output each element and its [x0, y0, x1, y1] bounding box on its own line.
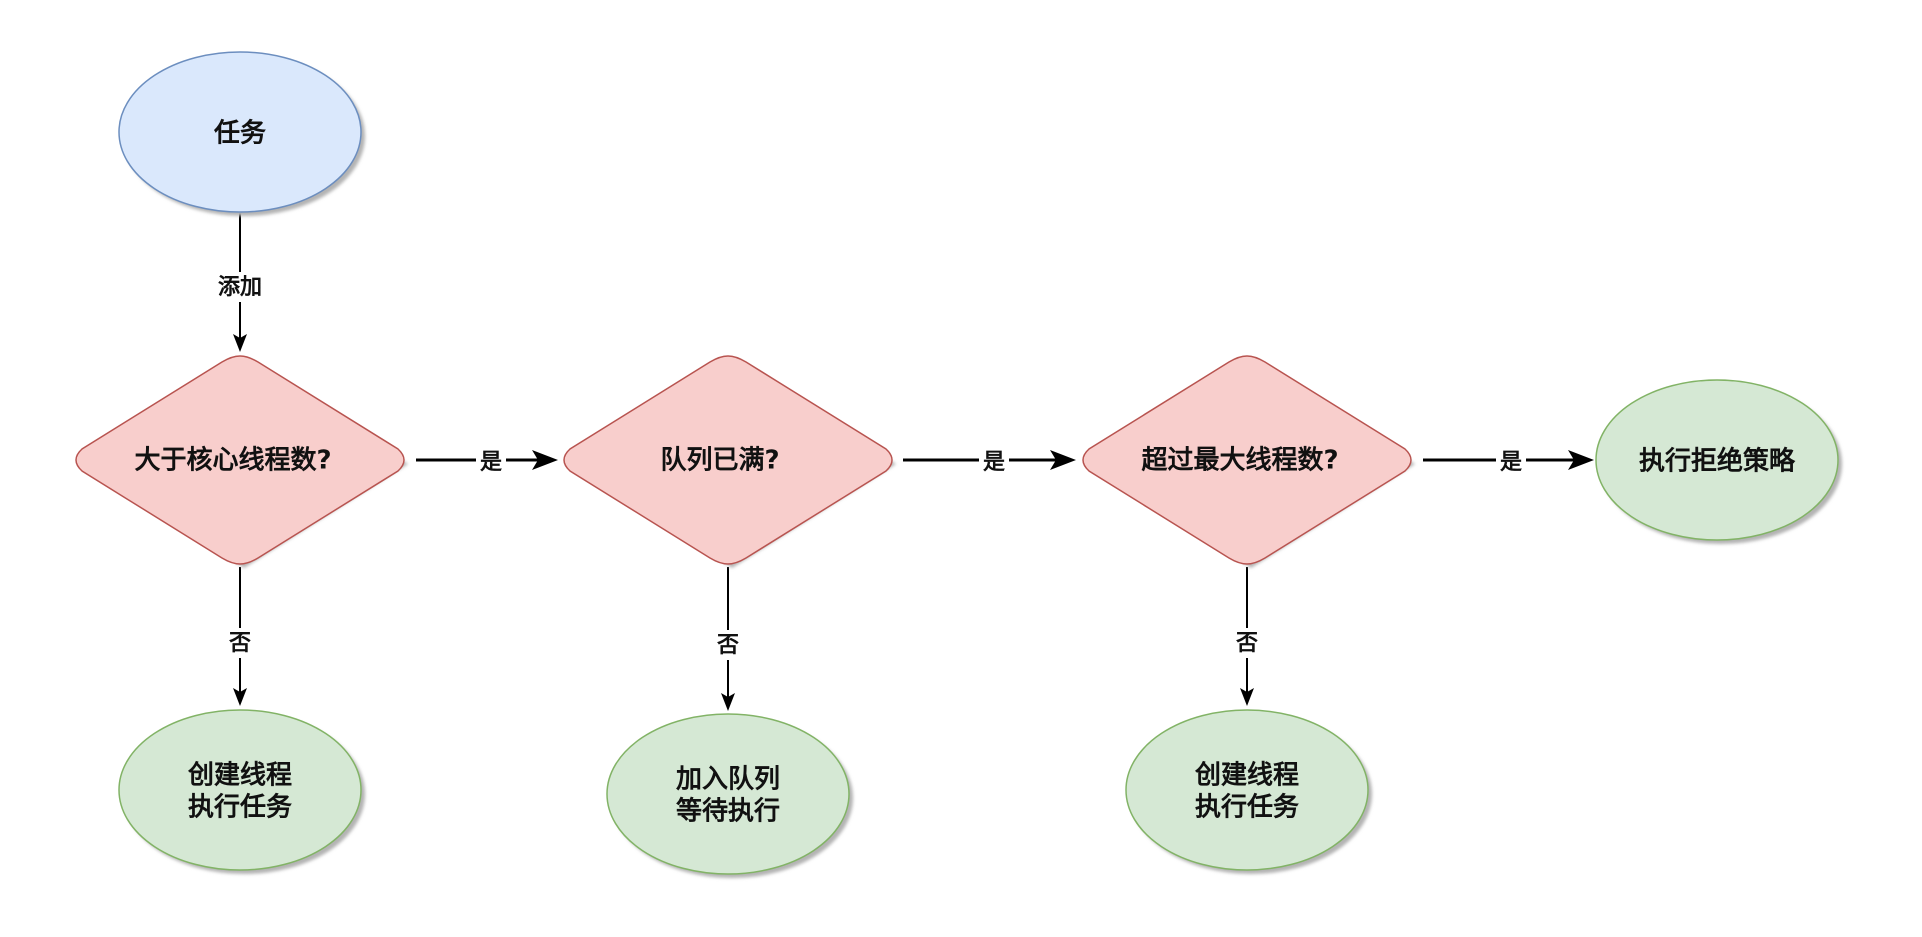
arrowhead-icon: [1568, 450, 1594, 470]
node-decision-queue: 队列已满?: [563, 355, 896, 568]
edge-core-yes: 是: [416, 446, 558, 476]
node-decision-core: 大于核心线程数?: [75, 355, 408, 568]
edge-label-queue-no: 否: [716, 633, 739, 658]
arrowhead-icon: [1050, 450, 1076, 470]
node-create-thread-2-line-1: 创建线程: [1194, 761, 1299, 791]
edge-label-max-yes: 是: [1500, 450, 1522, 475]
edge-queue-no: 否: [713, 567, 743, 711]
edge-add: 添加: [212, 213, 268, 352]
edge-label-max-no: 否: [1235, 631, 1258, 656]
arrowhead-icon: [721, 693, 735, 711]
edge-label-core-yes: 是: [480, 450, 502, 475]
edge-label-core-no: 否: [228, 631, 251, 656]
arrowhead-icon: [233, 334, 247, 352]
nodes: 任务 大于核心线程数? 队列已满? 超过最大线程数? 执: [75, 51, 1842, 878]
edges: 添加 是 是 是 否: [212, 213, 1594, 711]
arrowhead-icon: [233, 688, 247, 706]
node-task-label: 任务: [213, 119, 266, 149]
node-decision-queue-label: 队列已满?: [660, 446, 779, 476]
edge-label-queue-yes: 是: [983, 450, 1005, 475]
node-decision-max: 超过最大线程数?: [1082, 355, 1415, 568]
node-create-thread-2: 创建线程 执行任务: [1125, 709, 1372, 874]
edge-queue-yes: 是: [903, 446, 1076, 476]
node-create-thread-1-line-1: 创建线程: [187, 761, 292, 791]
node-decision-core-label: 大于核心线程数?: [134, 445, 331, 476]
node-enqueue-line-2: 等待执行: [676, 796, 780, 827]
node-create-thread-1: 创建线程 执行任务: [118, 709, 365, 874]
edge-max-yes: 是: [1423, 446, 1594, 476]
node-decision-max-label: 超过最大线程数?: [1141, 446, 1338, 476]
node-task: 任务: [118, 51, 365, 216]
edge-core-no: 否: [225, 567, 255, 706]
node-enqueue-line-1: 加入队列: [676, 765, 780, 795]
node-reject-label: 执行拒绝策略: [1639, 446, 1796, 477]
edge-label-add: 添加: [218, 275, 262, 300]
node-reject: 执行拒绝策略: [1595, 379, 1842, 544]
node-create-thread-2-line-2: 执行任务: [1195, 792, 1299, 823]
edge-max-no: 否: [1232, 567, 1262, 706]
arrowhead-icon: [1240, 688, 1254, 706]
arrowhead-icon: [532, 450, 558, 470]
node-create-thread-1-line-2: 执行任务: [188, 792, 292, 823]
node-enqueue: 加入队列 等待执行: [606, 713, 853, 878]
